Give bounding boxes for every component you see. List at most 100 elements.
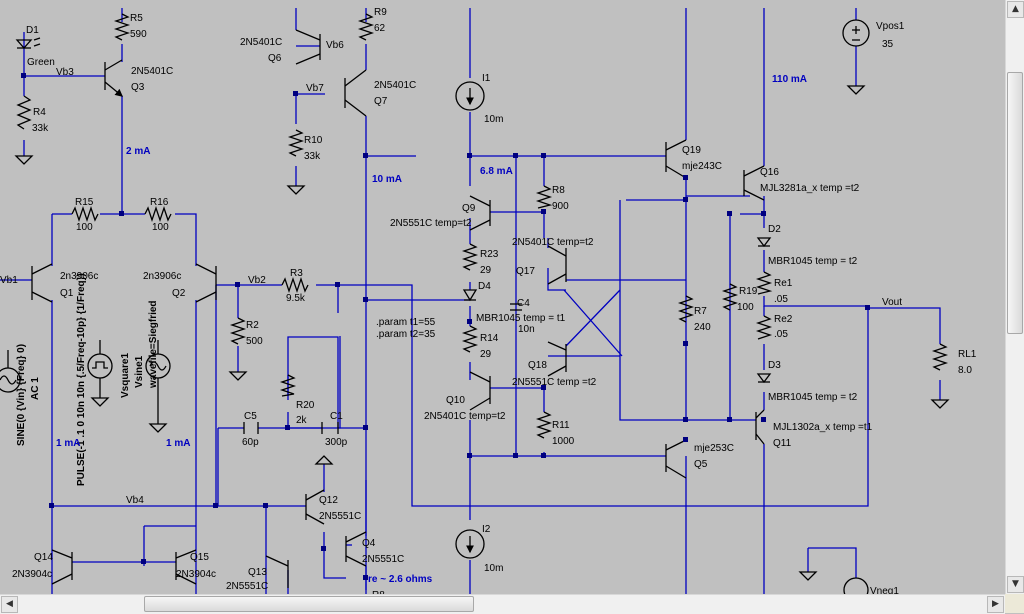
diode-D3 — [756, 373, 772, 384]
label-33k-b: 33k — [304, 151, 321, 162]
junction-dots — [21, 73, 870, 580]
resistor-R20 — [279, 374, 297, 397]
label-R2: R2 — [246, 320, 259, 331]
horizontal-scroll-thumb[interactable] — [144, 596, 474, 612]
scroll-up-button[interactable]: ▲ — [1007, 1, 1024, 18]
components — [0, 13, 950, 603]
label-Q13: Q13 — [248, 567, 267, 578]
voltage-source-Vneg1 — [843, 577, 869, 603]
label-9.5k: 9.5k — [286, 293, 306, 304]
label-Vsquare1: Vsquare1 — [120, 353, 131, 398]
resistor-R16 — [144, 205, 172, 223]
current-source-I2 — [455, 529, 485, 559]
label-Q14: Q14 — [34, 552, 53, 563]
resistor-R7 — [677, 295, 695, 323]
scroll-left-button[interactable]: ◀ — [1, 596, 18, 613]
label-R4: R4 — [33, 107, 46, 118]
label-10m-a: 10m — [484, 114, 503, 125]
resistor-R4 — [16, 95, 32, 130]
label-Q17: Q17 — [516, 266, 535, 277]
scroll-down-button[interactable]: ▼ — [1007, 576, 1024, 593]
resistor-R10 — [287, 129, 305, 157]
resistor-R19 — [721, 283, 739, 311]
transistor-Q17 — [547, 245, 567, 285]
label-C5: C5 — [244, 411, 257, 422]
label-sine-source: SINE(0 {Vin} {Freq} 0) — [16, 344, 27, 446]
resistor-R14 — [461, 325, 479, 353]
label-Q3: Q3 — [131, 82, 145, 93]
horizontal-scrollbar[interactable]: ◀ ▶ — [0, 594, 1005, 614]
label-100-b: 100 — [152, 222, 169, 233]
label-I2: I2 — [482, 524, 491, 535]
label-2k: 2k — [296, 415, 308, 426]
label-Q7-type: 2N5401C — [374, 80, 416, 91]
label-1000: 1000 — [552, 436, 575, 447]
label-500: 500 — [246, 336, 263, 347]
voltage-source-Vsquare1 — [87, 353, 113, 379]
current-110mA: 110 mA — [772, 74, 807, 85]
label-Vb3: Vb3 — [56, 67, 74, 78]
label-Q9: Q9 — [462, 203, 476, 214]
label-900: 900 — [552, 201, 569, 212]
label-Q14-type: 2N3904c — [12, 569, 52, 580]
transistor-Q9 — [469, 195, 491, 231]
label-R9: R9 — [374, 7, 387, 18]
transistor-Q1 — [31, 263, 53, 303]
label-35: 35 — [882, 39, 894, 50]
label-R5: R5 — [130, 13, 143, 24]
label-Q12: Q12 — [319, 495, 338, 506]
label-.05-b: .05 — [774, 329, 788, 340]
transistor-Q10 — [469, 371, 491, 411]
vertical-scroll-thumb[interactable] — [1007, 72, 1023, 334]
label-Q1: Q1 — [60, 288, 74, 299]
resistor-R8 — [535, 185, 553, 209]
label-10m-b: 10m — [484, 563, 503, 574]
label-C1: C1 — [330, 411, 343, 422]
transistor-Q3 — [104, 59, 124, 97]
schematic-diagram: D1 Green R5 590 Vb3 2N5401C Q3 R4 33k 2 … — [0, 7, 977, 603]
label-D3-type: MBR1045 temp = t2 — [768, 392, 858, 403]
label-C4: C4 — [517, 298, 530, 309]
label-Q18: Q18 — [528, 360, 547, 371]
transistor-Q14 — [51, 549, 73, 585]
label-.05-a: .05 — [774, 294, 788, 305]
label-Vb4: Vb4 — [126, 495, 144, 506]
label-Q19: Q19 — [682, 145, 701, 156]
label-Q3-type: 2N5401C — [131, 66, 173, 77]
label-pulse-source: PULSE(-1 .1 0 10n 10n {.5/Freq-10p} {1/F… — [76, 273, 87, 486]
transistor-Q2 — [195, 263, 217, 303]
resistor-R2 — [229, 317, 247, 345]
label-Q16: Q16 — [760, 167, 779, 178]
label-R8: R8 — [552, 185, 565, 196]
label-10n: 10n — [518, 324, 535, 335]
label-Q11-type: MJL1302a_x temp =t1 — [773, 422, 873, 433]
resistor-R23 — [461, 243, 479, 271]
scroll-right-button[interactable]: ▶ — [987, 596, 1004, 613]
label-590: 590 — [130, 29, 147, 40]
label-Q19-type: mje243C — [682, 161, 722, 172]
label-Q15: Q15 — [190, 552, 209, 563]
labels: D1 Green R5 590 Vb3 2N5401C Q3 R4 33k 2 … — [0, 7, 977, 601]
label-Q4-type: 2N5551C — [362, 554, 404, 565]
resistor-R9 — [357, 13, 375, 41]
resistor-R11 — [535, 411, 553, 439]
label-Q9-type: 2N5551C temp=t2 — [390, 218, 472, 229]
label-60p: 60p — [242, 437, 259, 448]
label-Q18-type: 2N5551C temp =t2 — [512, 377, 597, 388]
label-300p: 300p — [325, 437, 348, 448]
label-RL1: RL1 — [958, 349, 977, 360]
vertical-scrollbar[interactable]: ▲ ▼ — [1005, 0, 1024, 594]
voltage-source-Vpos1 — [842, 19, 870, 47]
label-Vb1: Vb1 — [0, 275, 18, 286]
label-Q11: Q11 — [773, 438, 792, 449]
label-R19: R19 — [739, 286, 758, 297]
label-R20: R20 — [296, 400, 315, 411]
label-8.0: 8.0 — [958, 365, 972, 376]
resistor-Re2 — [755, 315, 773, 340]
label-Q2-type: 2n3906c — [143, 271, 181, 282]
label-re-note: re ~ 2.6 ohms — [368, 574, 433, 585]
label-Q7: Q7 — [374, 96, 388, 107]
schematic-canvas[interactable]: D1 Green R5 590 Vb3 2N5401C Q3 R4 33k 2 … — [0, 0, 1005, 603]
label-Vb6: Vb6 — [326, 40, 344, 51]
diode-D1 — [15, 37, 41, 49]
